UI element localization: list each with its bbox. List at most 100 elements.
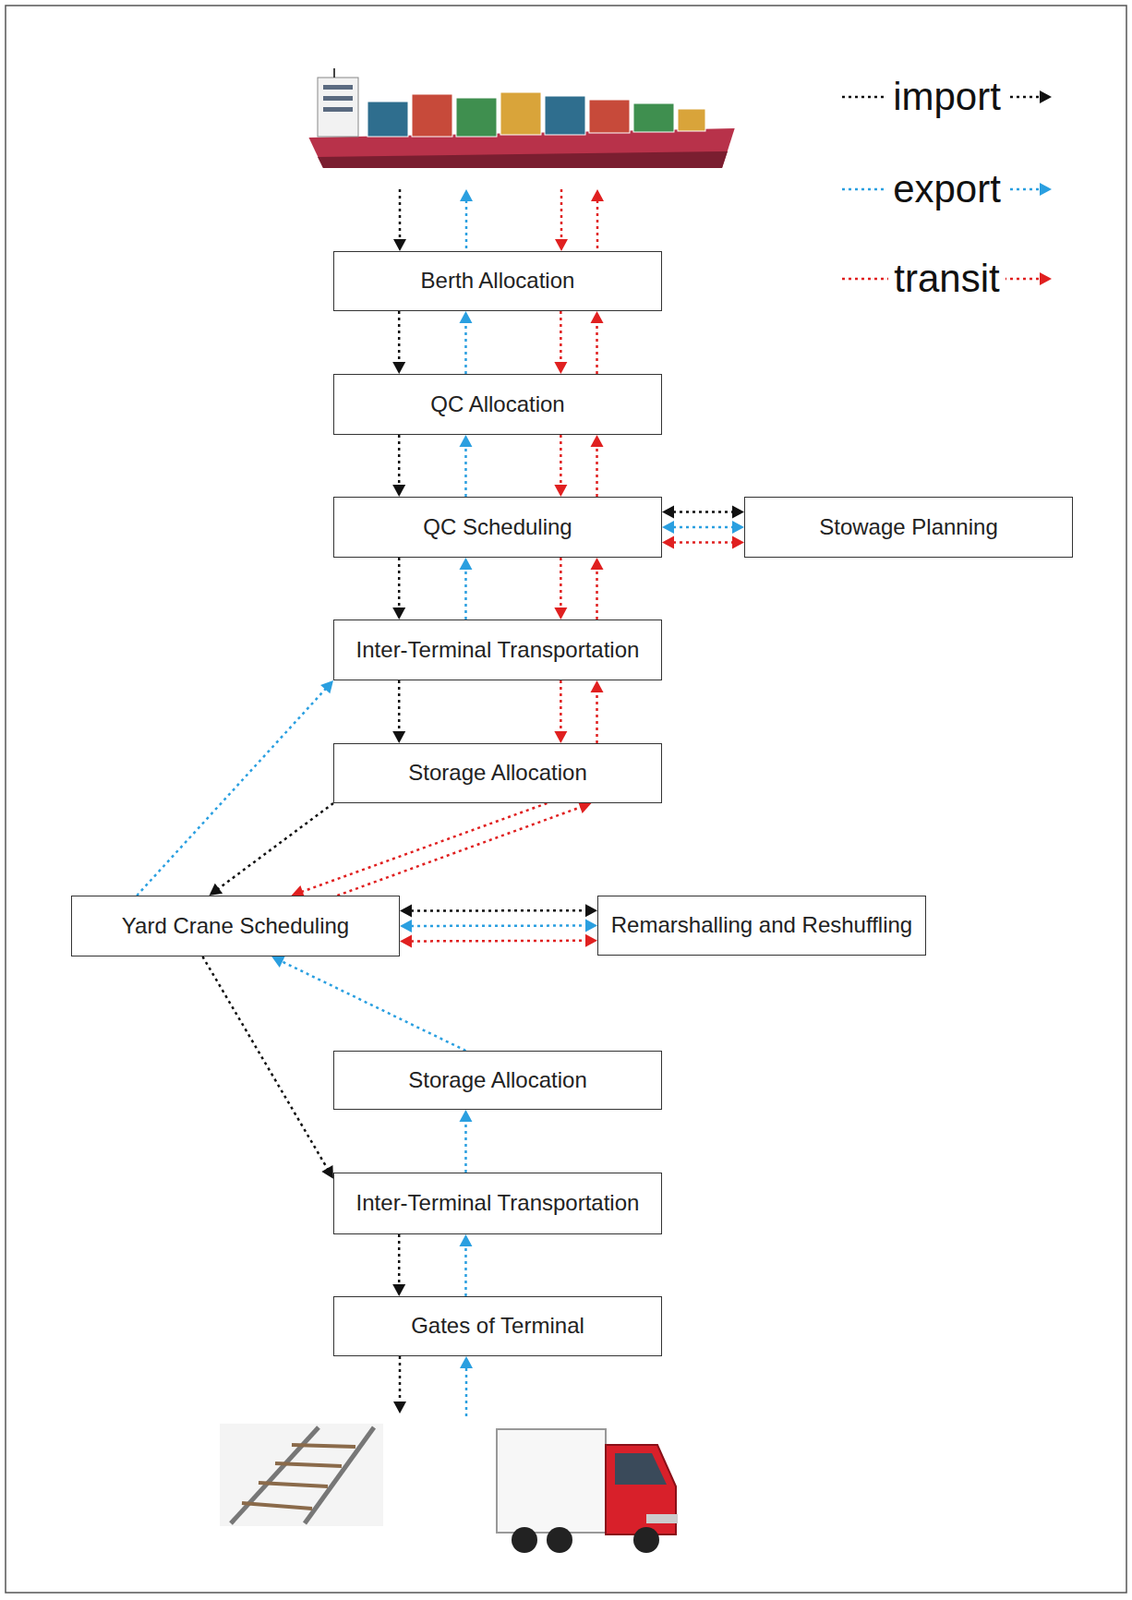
- dotted-line: [559, 557, 563, 609]
- box-label: Inter-Terminal Transportation: [349, 1190, 648, 1217]
- arrowhead: [585, 919, 598, 933]
- dotted-line: [464, 1120, 468, 1173]
- dotted-line: [559, 434, 563, 486]
- truck-trailer: [496, 1429, 606, 1533]
- arrowhead: [1039, 182, 1052, 196]
- truck-wheel: [633, 1527, 660, 1554]
- export-arrow: [465, 200, 469, 252]
- arrowhead: [554, 239, 568, 252]
- flow-connector: [392, 434, 406, 497]
- dotted-line: [410, 924, 587, 928]
- dotted-line: [673, 541, 734, 544]
- process-box: Storage Allocation: [333, 743, 663, 804]
- truck-wheel: [546, 1527, 573, 1554]
- dotted-line: [464, 322, 468, 374]
- flow-connector: [271, 955, 466, 1051]
- frame-border: [5, 5, 1127, 1593]
- process-box: Inter-Terminal Transportation: [333, 619, 663, 681]
- rail-tie: [258, 1482, 328, 1487]
- box-label: QC Scheduling: [415, 514, 579, 542]
- container-stack: [633, 103, 675, 133]
- arrowhead: [590, 680, 604, 693]
- container-stack: [367, 101, 409, 137]
- flow-connector: [392, 680, 406, 744]
- flow-connector: [553, 557, 567, 620]
- arrowhead: [1039, 90, 1052, 104]
- legend-entry: import: [842, 75, 1052, 119]
- container-stack: [456, 97, 497, 137]
- container-stack: [411, 94, 453, 137]
- flow-connector: [553, 680, 567, 744]
- arrowhead: [553, 484, 567, 497]
- flow-connector: [553, 434, 567, 497]
- arrowhead: [732, 505, 745, 519]
- legend-label: transit: [888, 257, 1005, 301]
- arrowhead: [585, 934, 598, 948]
- ship-illustration: [308, 68, 735, 169]
- flow-connector: [136, 680, 334, 896]
- transit-arrow: [560, 189, 564, 241]
- arrowhead: [320, 680, 334, 694]
- arrowhead: [458, 311, 472, 324]
- arrowhead: [590, 189, 604, 202]
- ship-bridge: [317, 77, 359, 137]
- legend-entry: export: [842, 168, 1052, 211]
- dotted-line: [595, 322, 599, 374]
- ship-mast: [333, 68, 336, 78]
- box-label: Yard Crane Scheduling: [114, 913, 357, 940]
- flow-connector: [662, 505, 745, 519]
- arrowhead: [392, 361, 406, 374]
- arrowhead: [1039, 272, 1052, 286]
- rail-illustration: [219, 1423, 384, 1527]
- flow-connector: [202, 956, 334, 1180]
- process-box: Storage Allocation: [333, 1050, 663, 1110]
- arrowhead: [590, 557, 604, 570]
- flow-connector: [590, 557, 604, 620]
- dotted-line: [559, 311, 563, 363]
- arrowhead: [662, 536, 675, 550]
- process-box: Inter-Terminal Transportation: [333, 1172, 663, 1235]
- process-box: Yard Crane Scheduling: [71, 895, 400, 957]
- rail-line: [230, 1427, 319, 1524]
- box-label: QC Allocation: [422, 391, 572, 419]
- arrowhead: [590, 311, 604, 324]
- arrowhead: [732, 520, 745, 534]
- dotted-line: [464, 445, 468, 497]
- flow-connector: [590, 680, 604, 744]
- dotted-line: [202, 956, 328, 1169]
- dotted-line: [397, 311, 401, 363]
- flow-connector: [392, 557, 406, 620]
- legend-entry: transit: [842, 257, 1052, 301]
- dotted-line: [464, 1245, 468, 1297]
- box-label: Storage Allocation: [400, 1067, 594, 1095]
- process-box: Berth Allocation: [333, 251, 663, 312]
- export-arrow: [465, 1368, 469, 1420]
- arrowhead: [458, 557, 472, 570]
- container-stack: [544, 96, 586, 135]
- arrowhead: [399, 903, 412, 917]
- transit-arrow: [596, 200, 600, 252]
- box-label: Berth Allocation: [413, 267, 583, 295]
- arrowhead: [553, 607, 567, 620]
- truck-bumper: [646, 1514, 678, 1524]
- flow-connector: [291, 803, 548, 898]
- dotted-line: [397, 1234, 401, 1286]
- arrowhead: [662, 520, 675, 534]
- arrowhead: [392, 607, 406, 620]
- rail-tie: [241, 1503, 313, 1509]
- dotted-line: [410, 939, 587, 943]
- ship-window: [323, 84, 353, 90]
- import-arrow: [398, 189, 402, 241]
- arrowhead: [590, 434, 604, 447]
- rail-ground: [219, 1423, 384, 1527]
- dotted-line: [281, 961, 467, 1051]
- dotted-line: [397, 434, 401, 486]
- arrowhead: [399, 919, 412, 933]
- flow-connector: [392, 311, 406, 374]
- truck-window: [614, 1453, 667, 1485]
- arrowhead: [392, 484, 406, 497]
- box-label: Inter-Terminal Transportation: [349, 637, 648, 664]
- dotted-line: [397, 557, 401, 609]
- flow-connector: [337, 801, 591, 896]
